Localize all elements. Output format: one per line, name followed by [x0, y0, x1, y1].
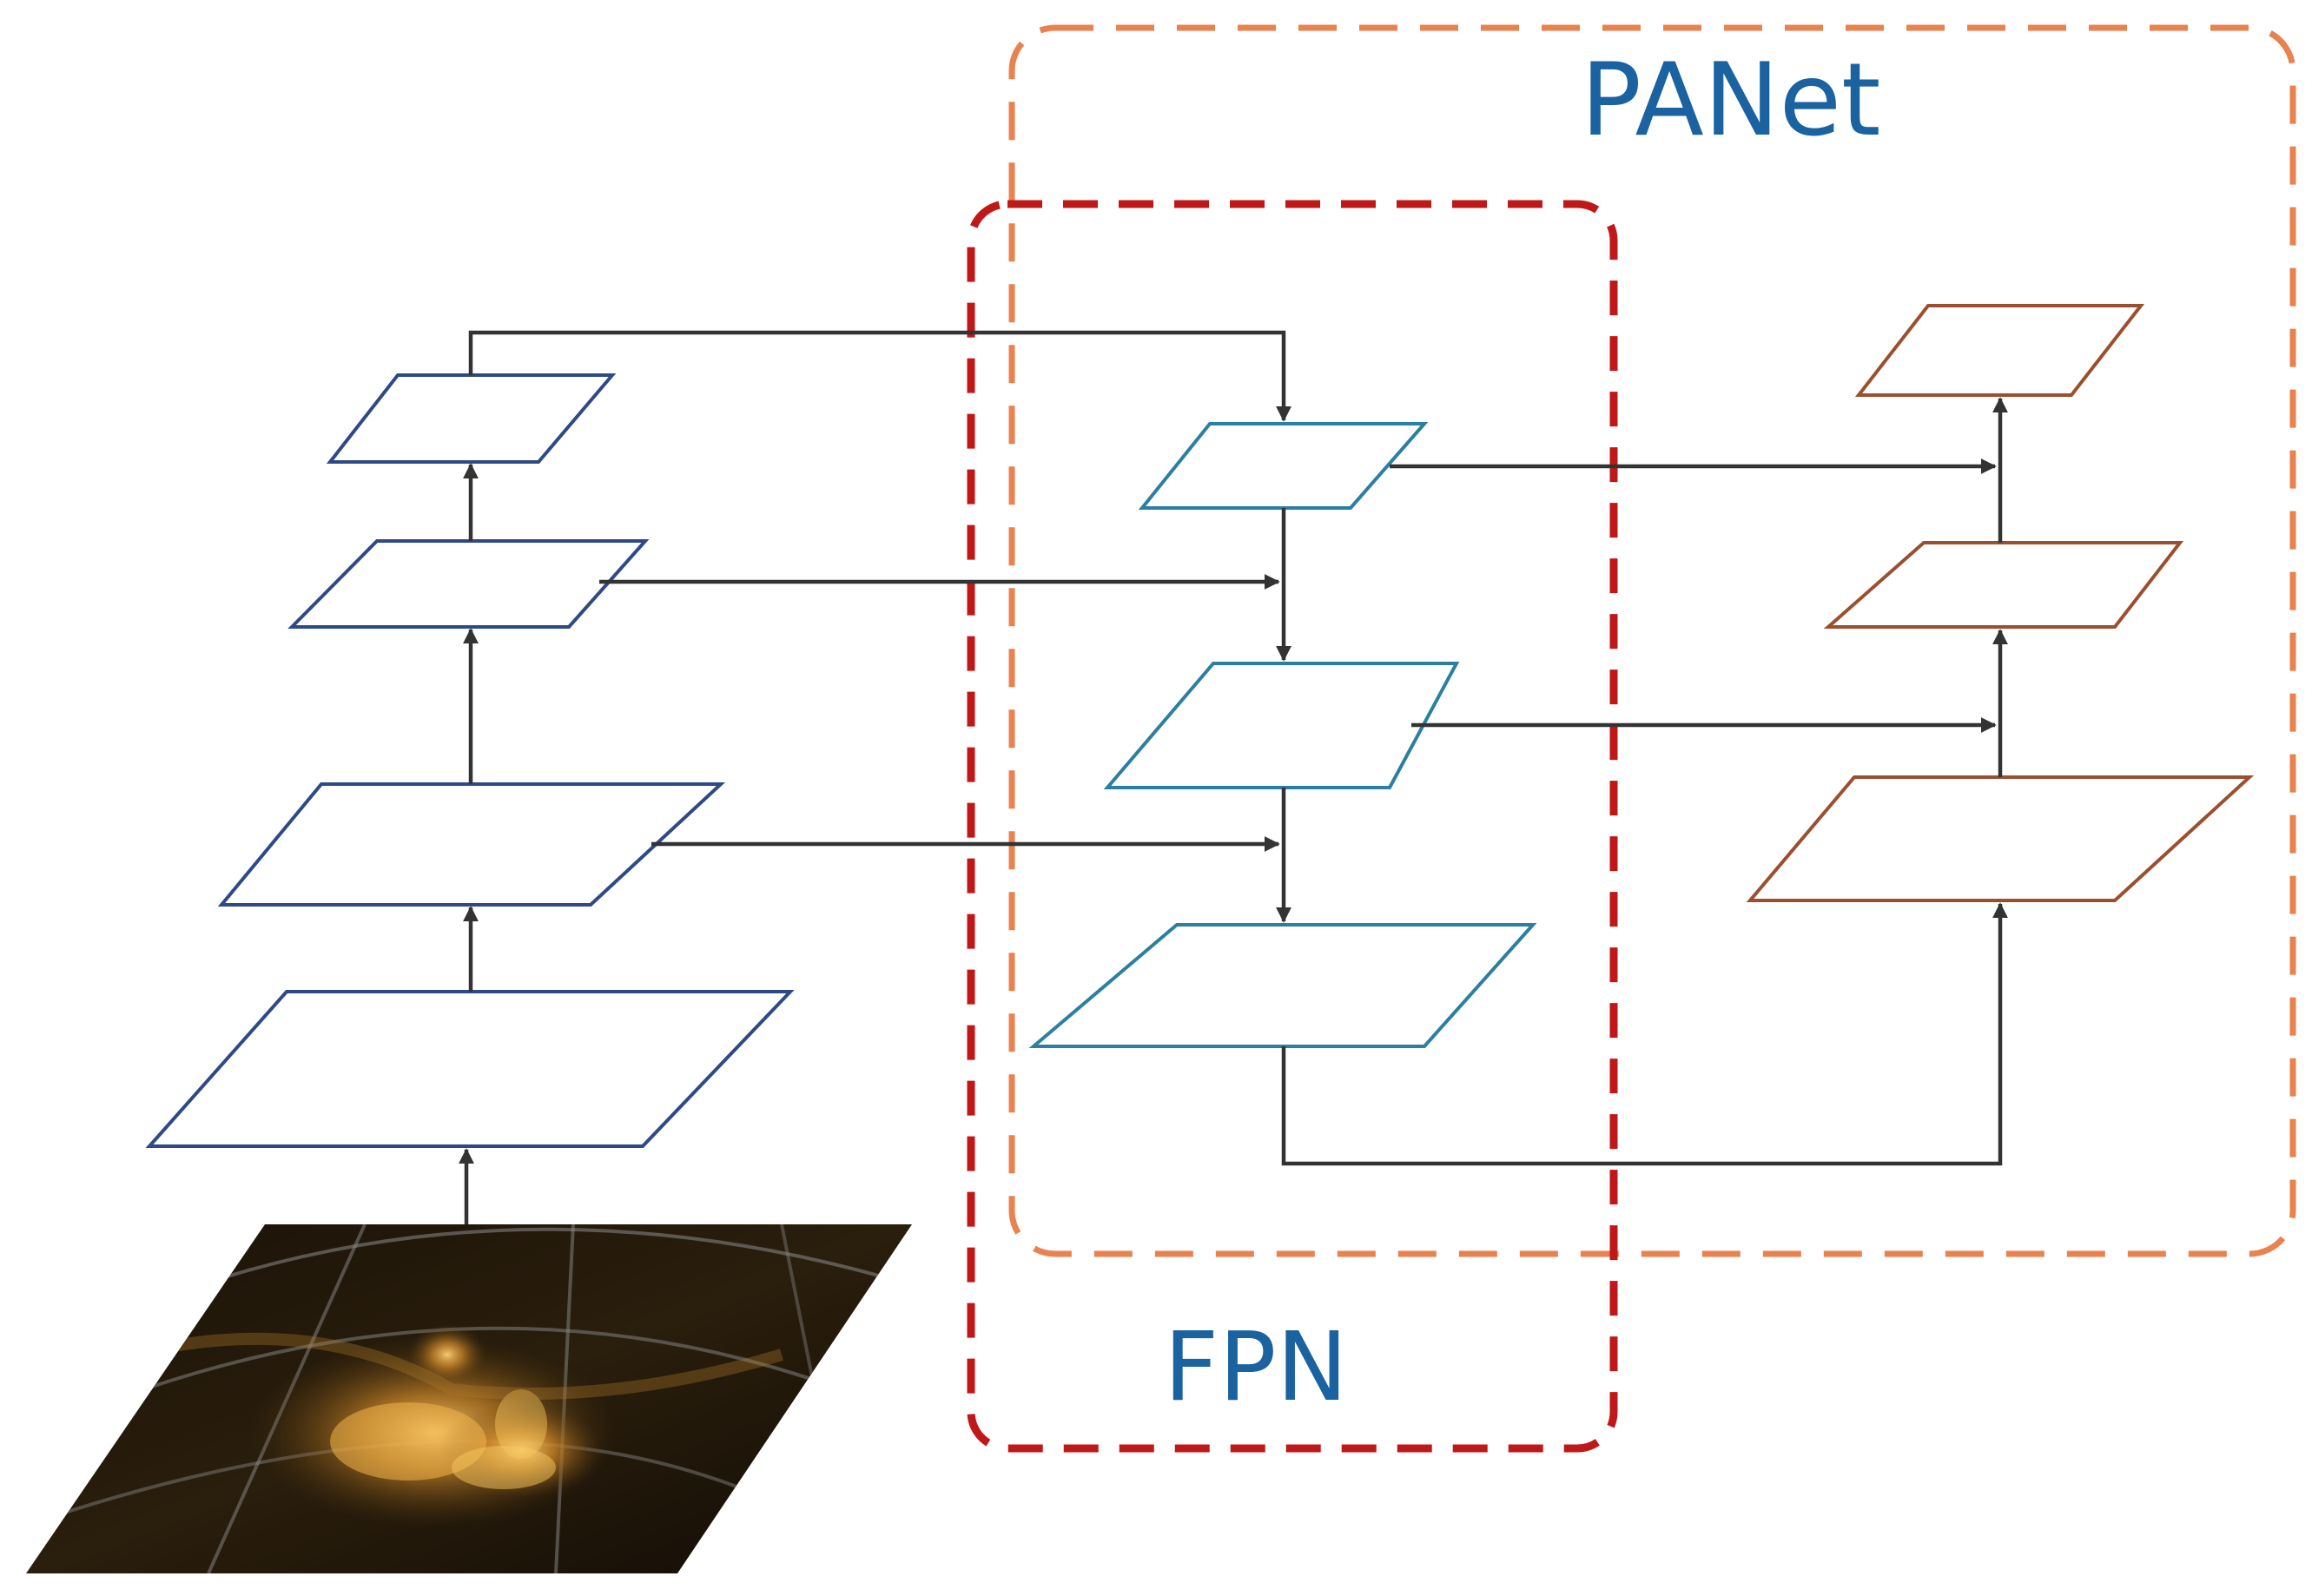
panet-level-1 — [1746, 775, 2255, 902]
backbone-level-3 — [287, 539, 650, 629]
panet-feature-maps — [1746, 304, 2255, 902]
backbone-level-1 — [145, 990, 795, 1148]
fpn-feature-maps — [1028, 422, 1537, 1048]
input-image — [26, 1224, 912, 1573]
panet-label: PANet — [1581, 42, 1881, 159]
fpn-level-3 — [1028, 923, 1537, 1048]
backbone-feature-maps — [145, 373, 795, 1148]
panet-region-box — [1008, 24, 2296, 1257]
backbone-level-2 — [217, 782, 726, 907]
connections — [459, 330, 2008, 1224]
fpn-level-top — [1138, 422, 1429, 510]
panet-level-3 — [1854, 304, 2145, 397]
arrow-backbone-4-to-fpn-top — [468, 330, 1291, 422]
fpn-level-2 — [1103, 662, 1460, 789]
panet-level-2 — [1823, 541, 2184, 629]
fpn-label: FPN — [1164, 1311, 1348, 1422]
arrow-fpn-3-to-panet-1 — [1281, 902, 2008, 1166]
fpn-region-box — [967, 200, 1618, 1453]
backbone-level-4 — [326, 373, 617, 464]
